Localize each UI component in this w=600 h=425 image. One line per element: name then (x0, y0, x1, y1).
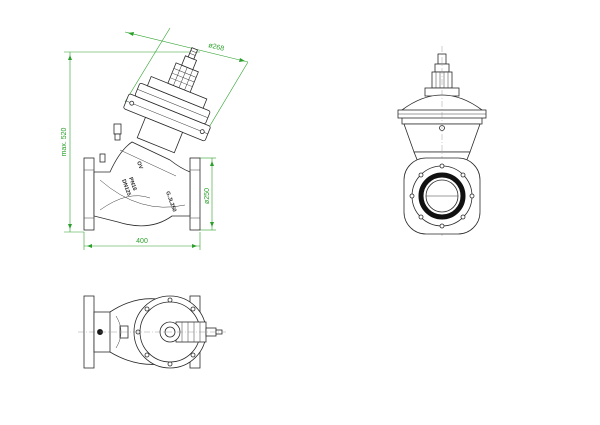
dimension-height-label: max. 520 (61, 127, 68, 156)
dimension-length: 400 (83, 232, 201, 250)
right-flange (189, 157, 201, 231)
left-flange (83, 157, 95, 231)
front-view: ø268 max. 520 400 ø250 (61, 27, 249, 250)
dimension-flange: ø250 (200, 157, 216, 231)
dimension-flange-label: ø250 (204, 188, 211, 204)
marking-pn: PN16 (127, 177, 137, 192)
side-bolt-holes (409, 163, 475, 229)
side-bore-ring (418, 172, 466, 220)
dimension-diagonal: ø268 (124, 27, 249, 135)
test-point-left (113, 123, 122, 141)
bonnet-assembly (123, 47, 211, 154)
marking-logo: OV (135, 161, 143, 171)
side-view (397, 46, 487, 236)
top-view (78, 295, 226, 369)
dimension-diagonal-label: ø268 (208, 42, 225, 53)
marking-dn: DN125 (120, 179, 131, 197)
dimension-length-label: 400 (136, 238, 148, 245)
test-point-right (99, 153, 106, 163)
valve-body (93, 141, 191, 227)
dimension-height: max. 520 (61, 51, 200, 233)
